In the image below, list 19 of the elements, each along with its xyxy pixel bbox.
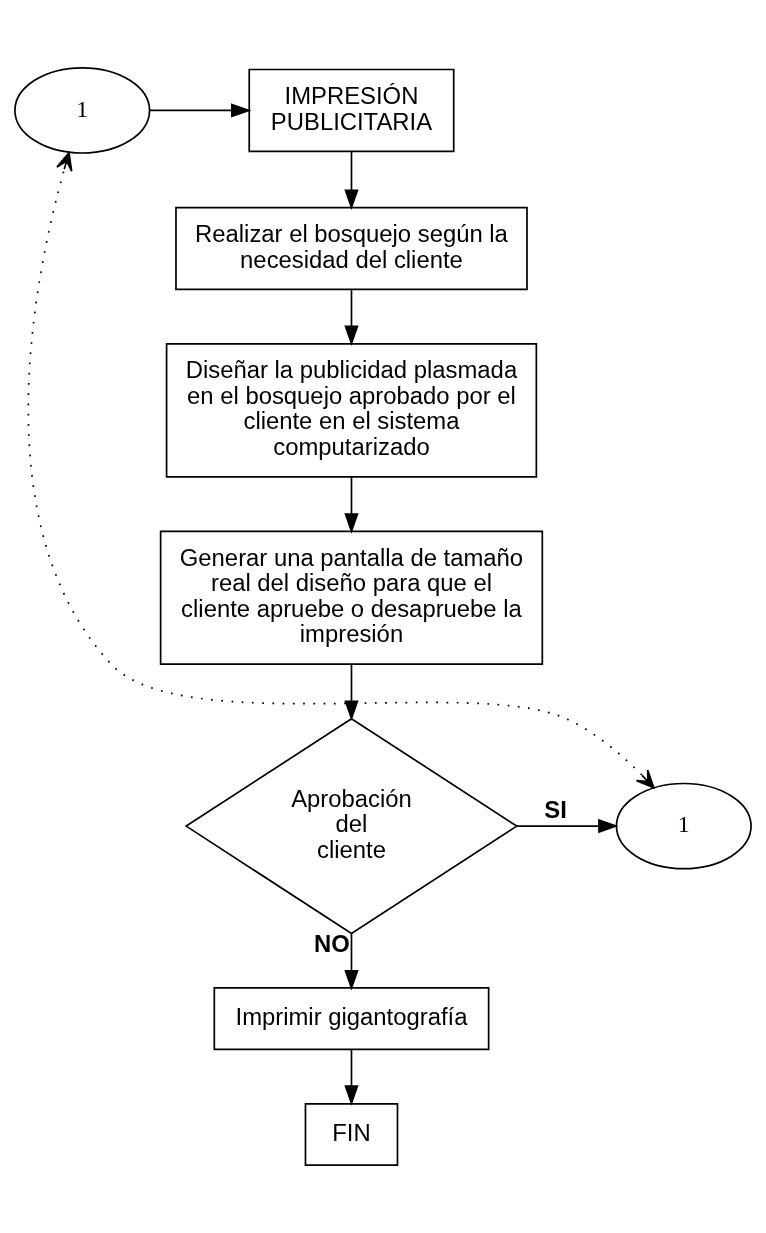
arrow <box>344 150 359 210</box>
node-diamond: Aprobación del cliente <box>184 717 519 935</box>
node-box: Diseñar la publicidad plasmada en el bosquejo aprobado por el cliente en el sistema computarizado <box>165 343 538 478</box>
arrow <box>516 818 619 834</box>
node-box: FIN <box>304 1103 399 1167</box>
node-box: Generar una pantalla de tamaño real del diseño para que el cliente apruebe o desapruebe la impresión <box>159 530 544 666</box>
node-ellipse: 1 <box>615 782 752 870</box>
arrow <box>148 103 252 118</box>
node-box: Realizar el bosquejo según la necesidad del cliente <box>175 206 528 291</box>
node-box: IMPRESIÓN PUBLICITARIA <box>248 68 455 153</box>
arrow <box>344 476 359 534</box>
arrow <box>344 1049 359 1106</box>
node-ellipse: 1 <box>14 66 151 154</box>
arrow <box>27 151 655 789</box>
arrow <box>344 663 359 721</box>
arrow <box>344 933 359 991</box>
node-box: Imprimir gigantografía <box>213 987 490 1051</box>
edge-label: SI <box>544 795 567 823</box>
arrow <box>344 289 359 346</box>
